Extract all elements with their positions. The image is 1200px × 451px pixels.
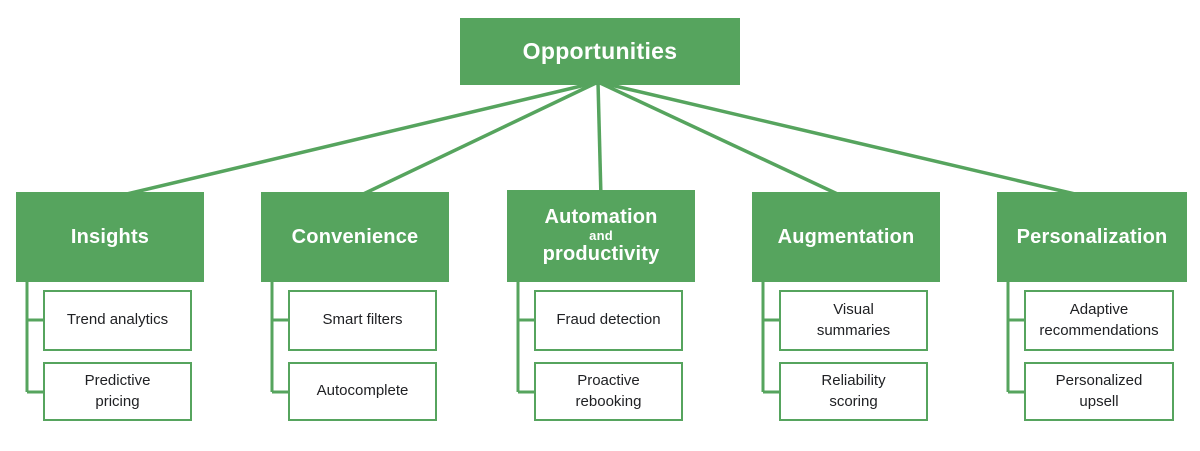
node-insights: Insights <box>16 192 204 282</box>
node-personalization-label: Personalization <box>1016 225 1168 248</box>
leaf-personalized-upsell: Personalized upsell <box>1024 362 1174 421</box>
leaf-trend-analytics-label: Trend analytics <box>66 311 169 329</box>
node-convenience: Convenience <box>261 192 449 282</box>
elbow-insights <box>25 280 43 394</box>
node-automation-label-mid: and <box>589 227 613 243</box>
leaf-smart-filters-label: Smart filters <box>322 311 403 329</box>
leaf-autocomplete: Autocomplete <box>288 362 437 421</box>
leaf-trend-analytics: Trend analytics <box>43 290 192 351</box>
leaf-predictive-pricing: Predictive pricing <box>43 362 192 421</box>
leaf-reliability-scoring: Reliability scoring <box>779 362 928 421</box>
node-opportunities-label: Opportunities <box>522 38 678 64</box>
elbow-convenience <box>270 280 288 394</box>
node-automation-label-top: Automation <box>544 205 658 228</box>
node-automation-productivity: Automation and productivity <box>507 190 695 282</box>
node-convenience-label: Convenience <box>291 225 419 248</box>
fan-line-augmentation <box>597 80 847 200</box>
leaf-reliability-scoring-label: Reliability scoring <box>821 372 886 410</box>
node-insights-label: Insights <box>70 225 150 248</box>
leaf-visual-summaries-label: Visual summaries <box>816 301 891 339</box>
node-augmentation: Augmentation <box>752 192 940 282</box>
elbow-augmentation <box>761 280 779 394</box>
leaf-visual-summaries: Visual summaries <box>779 290 928 351</box>
leaf-fraud-detection: Fraud detection <box>534 290 683 351</box>
leaf-proactive-rebooking: Proactive rebooking <box>534 362 683 421</box>
node-personalization: Personalization <box>997 192 1187 282</box>
node-augmentation-label: Augmentation <box>777 225 915 248</box>
fan-line-personalization <box>597 80 1093 200</box>
leaf-personalized-upsell-label: Personalized upsell <box>1055 372 1143 410</box>
fan-line-insights <box>109 80 599 200</box>
leaf-smart-filters: Smart filters <box>288 290 437 351</box>
leaf-predictive-pricing-label: Predictive pricing <box>84 372 151 410</box>
node-opportunities: Opportunities <box>460 18 740 85</box>
leaf-adaptive-recommendations-label: Adaptive recommendations <box>1039 301 1159 339</box>
leaf-fraud-detection-label: Fraud detection <box>556 311 661 329</box>
fan-line-automation <box>596 81 603 199</box>
leaf-proactive-rebooking-label: Proactive rebooking <box>575 372 642 410</box>
elbow-automation <box>516 280 534 394</box>
node-automation-label-bottom: productivity <box>542 243 660 266</box>
elbow-personalization <box>1006 280 1024 394</box>
leaf-autocomplete-label: Autocomplete <box>316 382 409 400</box>
leaf-adaptive-recommendations: Adaptive recommendations <box>1024 290 1174 351</box>
fan-line-convenience <box>354 80 599 200</box>
